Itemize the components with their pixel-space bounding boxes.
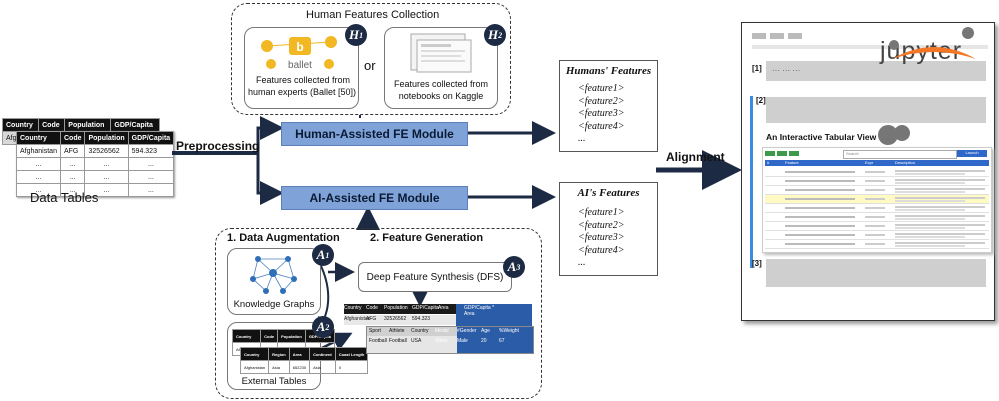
- h2-caption-line2: notebooks on Kaggle: [398, 91, 484, 101]
- dfs-box: Deep Feature Synthesis (DFS): [358, 262, 512, 292]
- table-row[interactable]: [765, 168, 989, 177]
- search-input[interactable]: Search: [843, 150, 957, 159]
- ai-features-title: AI's Features: [577, 187, 640, 199]
- human-assisted-fe-module: Human-Assisted FE Module: [281, 122, 468, 146]
- table-row[interactable]: [765, 186, 989, 195]
- data-augmentation-title: 1. Data Augmentation: [227, 232, 340, 244]
- jupyter-logo-dot-icon: [878, 125, 898, 145]
- table-row: ... ... ... ...: [16, 170, 175, 184]
- table-row[interactable]: [765, 195, 989, 204]
- cell-1-label: [1]: [752, 64, 762, 73]
- alignment-label: Alignment: [666, 150, 725, 164]
- interactive-table-view: Search Launch # Feature Expr Description: [762, 147, 992, 253]
- cell-1-dots: ··· ··· ···: [772, 66, 801, 75]
- table-row[interactable]: [765, 222, 989, 231]
- doc-feature-item: <feature1>: [578, 83, 625, 94]
- doc-feature-item: <feature4>: [578, 120, 625, 132]
- arrow-to-human-module: [256, 116, 284, 153]
- header-country: Country: [16, 131, 61, 145]
- doc-feature-item: <feature3>: [578, 232, 625, 243]
- back-header-country: Country: [1, 118, 40, 132]
- generated-feature-table: Country Code Population GDP/Capita Area …: [344, 304, 534, 354]
- front-data-table: Country Code Population GDP/Capita Afgha…: [16, 131, 175, 197]
- data-tables-label: Data Tables: [30, 190, 99, 205]
- or-text: or: [364, 58, 376, 73]
- preprocessing-label: Preprocessing: [176, 139, 260, 153]
- table-row: Afghanistan AFG 32526562 594.323: [16, 144, 175, 158]
- table-row: ... ... ... ...: [16, 157, 175, 171]
- h1-caption-line1: Features collected from: [255, 75, 351, 85]
- launch-button[interactable]: Launch: [957, 150, 987, 157]
- ai-assisted-fe-module: AI-Assisted FE Module: [281, 186, 468, 210]
- ai-section-box: [215, 228, 542, 399]
- h1-caption-line2: human experts (Ballet [50]): [247, 87, 357, 97]
- table-row[interactable]: [765, 231, 989, 240]
- interactive-view-title: An Interactive Tabular View: [766, 132, 877, 142]
- filter-button-2[interactable]: [777, 151, 787, 156]
- cell-3: [766, 259, 986, 287]
- humans-features-doc: Humans' Features <feature1> <feature2> <…: [559, 60, 658, 152]
- active-cell-indicator: [750, 96, 753, 268]
- knowledge-graphs-box: Knowledge Graphs: [227, 248, 321, 315]
- back-header-code: Code: [38, 118, 66, 132]
- table-header-row: # Feature Expr Description: [765, 160, 989, 166]
- external-tables-box: Country Code Population GDP/Capita Afgha…: [227, 322, 369, 390]
- doc-feature-item: <feature3>: [578, 108, 625, 119]
- cell-2-input: [766, 97, 986, 123]
- cell-2-label: [2]: [756, 96, 766, 105]
- filter-button[interactable]: [765, 151, 775, 156]
- h2-caption-line1: Features collected from: [393, 79, 489, 89]
- human-features-collection-title: Human Features Collection: [306, 9, 440, 21]
- cell-1: [766, 61, 986, 81]
- knowledge-graph-icon: [250, 256, 297, 294]
- table-row[interactable]: [765, 240, 989, 249]
- doc-feature-item: ...: [578, 257, 586, 268]
- kaggle-notebooks-icon: [410, 33, 472, 73]
- human-features-collection-box: [231, 3, 511, 115]
- external-table-inner: Country Region Area Continent Coast Leng…: [239, 347, 369, 374]
- ai-features-doc: AI's Features <feature1> <feature2> <fea…: [559, 182, 658, 276]
- external-tables-label: External Tables: [241, 376, 307, 387]
- knowledge-graphs-label: Knowledge Graphs: [233, 299, 315, 310]
- doc-feature-item: ...: [578, 133, 586, 144]
- table-row: ... ... ... ...: [16, 183, 175, 197]
- table-row[interactable]: [765, 213, 989, 222]
- kaggle-box: Features collected from notebooks on Kag…: [384, 27, 498, 109]
- doc-feature-item: <feature2>: [578, 219, 625, 231]
- doc-feature-item: <feature4>: [578, 244, 625, 256]
- cell-3-label: [3]: [752, 259, 762, 268]
- header-population: Population: [84, 131, 129, 145]
- ballet-box: b ballet Features collected from human e…: [244, 27, 359, 109]
- table-row[interactable]: [765, 177, 989, 186]
- filter-button-3[interactable]: [789, 151, 799, 156]
- doc-feature-item: <feature2>: [578, 95, 625, 107]
- feature-generation-title: 2. Feature Generation: [370, 232, 484, 244]
- ballet-logo-icon: b ballet: [261, 36, 337, 71]
- table-row[interactable]: [765, 204, 989, 213]
- arrow-to-ai-module: [256, 153, 284, 205]
- humans-features-title: Humans' Features: [565, 65, 652, 77]
- jupyter-notebook-mock: [1] ··· ··· ··· jupyter [2] An Interacti…: [741, 22, 995, 321]
- doc-feature-item: <feature1>: [578, 207, 625, 218]
- ballet-word: ballet: [288, 60, 312, 71]
- ballet-b: b: [296, 40, 303, 54]
